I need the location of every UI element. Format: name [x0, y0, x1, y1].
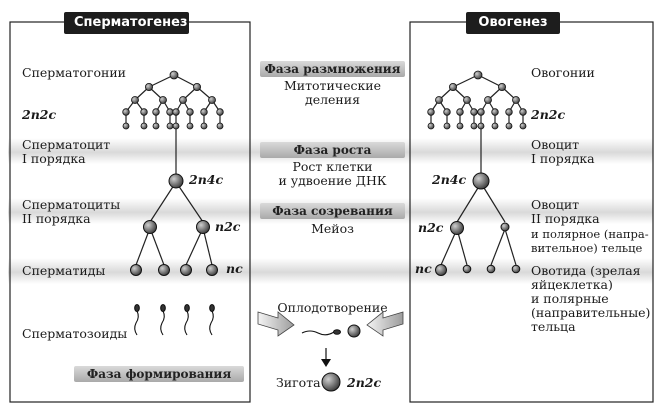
formula-n2c-right: n2c [418, 220, 444, 235]
formula-2n2c-left: 2n2c [22, 107, 57, 122]
oocyte-1-cell [472, 172, 490, 190]
formula-nc-left: nc [226, 261, 243, 276]
egg-cell [347, 324, 361, 338]
label-ootid: Овотида (зрелая яйцеклетка) и полярные (… [531, 263, 651, 334]
phase-formation: Фаза формирования [74, 366, 244, 382]
phase-growth: Фаза роста [260, 142, 405, 158]
label-fertilization: Оплодотворение [277, 300, 388, 315]
label-spermatozoa: Сперматозоиды [22, 326, 128, 341]
ootid-cells [435, 264, 521, 276]
spermatocyte-1-cell [168, 173, 184, 189]
spermatocyte-2-cell [143, 220, 157, 234]
label-spermatocyte-1: Сперматоцит I порядка [22, 137, 111, 166]
formula-n2c-left: n2c [215, 219, 241, 234]
label-oocyte-1: Овоцит I порядка [531, 137, 595, 166]
zygote-arrow-head [321, 359, 331, 367]
zygote-cell [321, 372, 341, 392]
label-oocyte-2: Овоцит II порядка [531, 197, 600, 226]
oogonia-cells [427, 70, 527, 130]
label-polar-body-note: и полярное (напра- вительное) тельце [531, 227, 649, 255]
formula-nc-right: nc [415, 261, 432, 276]
formula-2n4c-left: 2n4c [189, 172, 224, 187]
spermatogonia-cells [122, 70, 224, 130]
spermatid-cells [130, 264, 218, 276]
label-spermatocytes-2: Сперматоциты II порядка [22, 197, 121, 226]
left-arrow [257, 311, 295, 337]
title-oogenesis: Овогенез [466, 12, 560, 34]
oogonia-tree [430, 74, 524, 266]
label-oogonia: Овогонии [531, 65, 595, 80]
phase-multiplication: Фаза размножения [260, 61, 405, 77]
formula-2n2c-right: 2n2c [531, 107, 566, 122]
title-spermatogenesis: Сперматогенез [64, 12, 189, 34]
label-spermatogonia: Сперматогонии [22, 65, 126, 80]
oocyte-2-cell [450, 221, 464, 235]
spermatocyte-2-cell [196, 220, 210, 234]
phase-multiplication-desc: Митотические деления [283, 78, 382, 107]
spermatozoa [134, 303, 215, 336]
band-row-3 [8, 258, 653, 284]
formula-2n4c-right: 2n4c [432, 172, 467, 187]
label-spermatids: Сперматиды [22, 263, 106, 278]
polar-body-cell [500, 222, 510, 232]
phase-maturation: Фаза созревания [260, 203, 405, 219]
formula-zygote: 2n2c [347, 375, 382, 390]
phase-maturation-desc: Мейоз [311, 221, 354, 236]
sperm-head [333, 329, 341, 335]
label-zygote: Зигота [276, 375, 321, 390]
sperm-tail [301, 330, 335, 336]
spermatogonia-tree [125, 74, 221, 266]
right-arrow [366, 311, 404, 337]
phase-growth-desc: Рост клетки и удвоение ДНК [278, 159, 387, 188]
